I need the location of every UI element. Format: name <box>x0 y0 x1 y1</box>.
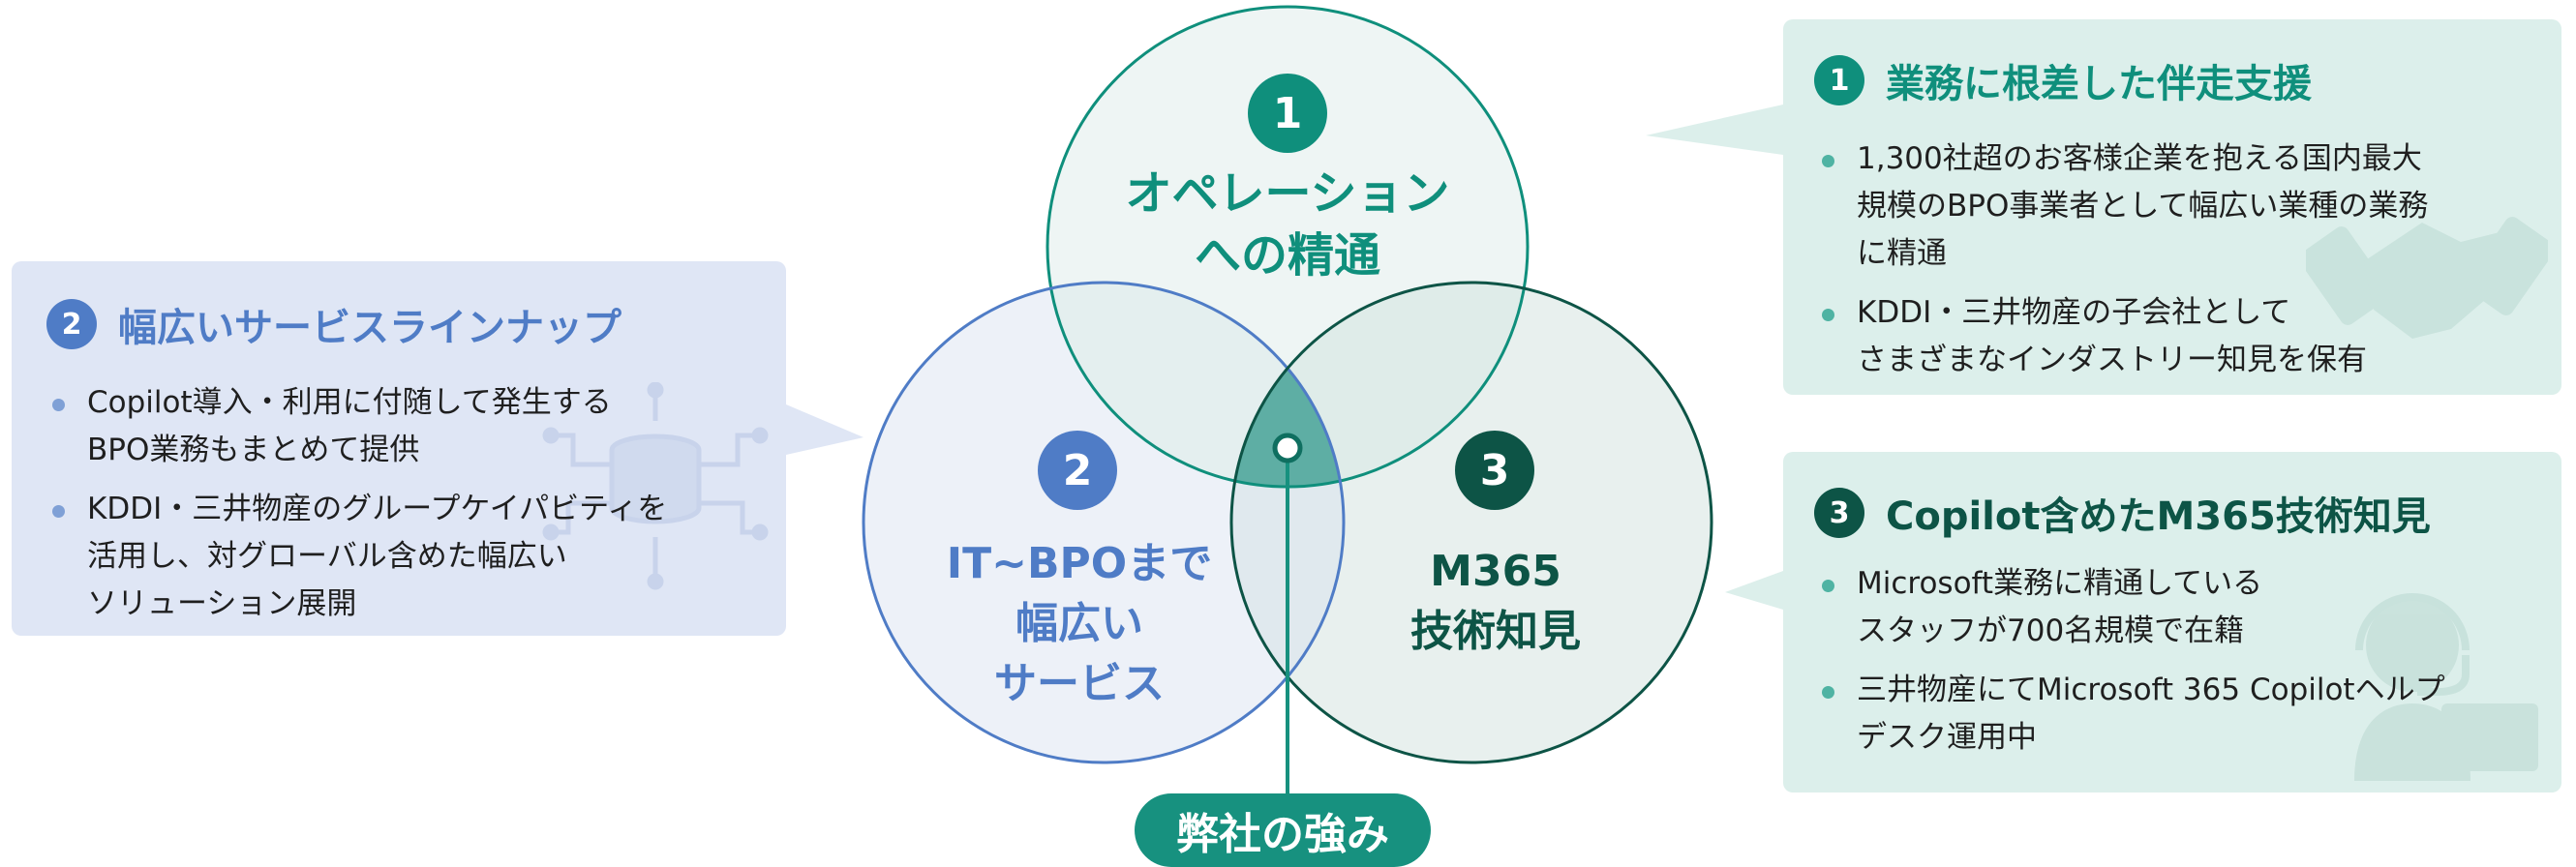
panel-m365-expertise: 3 Copilot含めたM365技術知見 Microsoft業務に精通している … <box>1783 452 2561 792</box>
overlap-1-3 <box>1231 283 1528 487</box>
panel-bullet: 三井物産にてMicrosoft 365 Copilotヘルプ デスク運用中 <box>1818 667 2534 762</box>
panel-bullet: KDDI・三井物産のグループケイパビティを 活用し、対グローバル含めた幅広い ソ… <box>48 486 765 628</box>
server-network-icon <box>542 382 769 590</box>
bottom-right-panel-pointer <box>1725 571 1783 610</box>
circle-3-number: 3 <box>1455 431 1534 510</box>
panel-bullet: KDDI・三井物産の子会社として さまざまなインダストリー知見を保有 <box>1818 289 2534 384</box>
headset-operator-icon <box>2354 593 2538 781</box>
panel-number-badge: 3 <box>1814 488 1864 538</box>
circle-1-label: オペレーション への精通 <box>1125 166 1450 283</box>
circle-2-label: IT~BPOまで 幅広い サービス <box>946 539 1213 708</box>
panel-title: 業務に根差した伴走支援 <box>1886 62 2312 106</box>
handshake-icon <box>2306 217 2548 339</box>
venn-circle-m365-outline <box>1229 281 1713 764</box>
overlap-1-2 <box>1047 283 1344 487</box>
circle-1-number: 1 <box>1248 74 1327 153</box>
panel-bullet: Microsoft業務に精通している スタッフが700名規模で在籍 <box>1818 560 2534 655</box>
top-right-panel-pointer <box>1646 105 1783 155</box>
center-marker <box>1272 433 1303 463</box>
panel-number-badge: 2 <box>46 299 97 349</box>
panel-bullet: Copilot導入・利用に付随して発生する BPO業務もまとめて提供 <box>48 379 765 474</box>
left-panel-pointer <box>786 404 864 455</box>
panel-service-lineup: 2 幅広いサービスラインナップ Copilot導入・利用に付随して発生する BP… <box>12 261 786 636</box>
panel-title: Copilot含めたM365技術知見 <box>1886 494 2431 539</box>
circle-2-number: 2 <box>1038 431 1117 510</box>
panel-operational-support: 1 業務に根差した伴走支援 1,300社超のお客様企業を抱える国内最大 規模のB… <box>1783 19 2561 395</box>
venn-circle-it-bpo-outline <box>862 281 1346 764</box>
panel-number-badge: 1 <box>1814 55 1864 105</box>
circle-3-label: M365 技術知見 <box>1410 547 1581 656</box>
panel-bullet: 1,300社超のお客様企業を抱える国内最大 規模のBPO事業者として幅広い業種の… <box>1818 135 2534 278</box>
panel-title: 幅広いサービスラインナップ <box>118 306 621 350</box>
our-strength-badge: 弊社の強み <box>1135 793 1431 867</box>
